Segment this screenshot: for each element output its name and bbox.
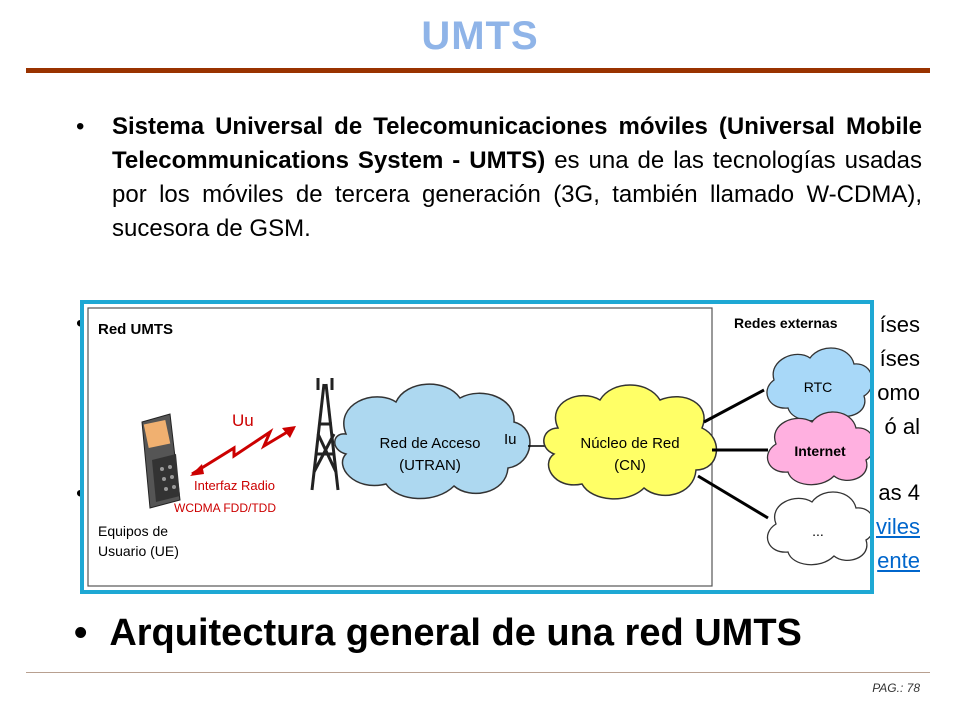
radio-arrow-left-icon: [190, 464, 204, 476]
access-network-line2: (UTRAN): [399, 457, 461, 474]
bullet-dot: •: [74, 612, 88, 654]
hidden-line-5: as 4: [878, 480, 920, 505]
access-network-line1: Red de Acceso: [380, 435, 481, 452]
hidden-line-2: íses: [879, 346, 920, 371]
title-rule: [26, 68, 930, 73]
page-number: PAG.: 78: [872, 681, 920, 695]
other-network-label: ...: [812, 523, 824, 539]
access-network-cloud: Red de Acceso (UTRAN): [334, 383, 531, 500]
bullet-umts-definition: • Sistema Universal de Telecomunicacione…: [72, 110, 922, 246]
footer-rule: [26, 672, 930, 673]
bullet-architecture: • Arquitectura general de una red UMTS: [74, 612, 802, 655]
slide-title: UMTS: [421, 14, 539, 58]
mobile-phone-icon: [141, 413, 181, 509]
network-label: Red UMTS: [98, 321, 173, 338]
external-networks-label: Redes externas: [734, 315, 838, 331]
bullet-body-text: es una de las tecnologías usadas por los…: [112, 147, 922, 242]
rtc-cloud: RTC: [766, 347, 870, 422]
rtc-label: RTC: [804, 379, 833, 395]
bullet-dot: •: [76, 113, 85, 140]
wcdma-label: WCDMA FDD/TDD: [174, 501, 276, 515]
iu-label: Iu: [504, 431, 517, 448]
hidden-line-4: ó al: [884, 414, 920, 439]
link-other: [697, 474, 769, 520]
internet-label: Internet: [794, 443, 846, 459]
other-network-cloud: ...: [766, 491, 870, 566]
internet-cloud: Internet: [766, 411, 870, 486]
bullet-list: • Sistema Universal de Telecomunicacione…: [72, 110, 922, 246]
hidden-line-3: omo: [877, 380, 920, 405]
hidden-link-1[interactable]: viles: [875, 514, 920, 539]
hidden-link-2[interactable]: ente: [877, 548, 920, 573]
core-network-line1: Núcleo de Red: [580, 435, 679, 452]
ue-label-line1: Equipos de: [98, 523, 168, 539]
radio-link-icon: [191, 426, 295, 476]
diagram-canvas: Red UMTS Redes externas Uu Interfaz Radi…: [87, 307, 870, 587]
radio-arrow-right-icon: [282, 426, 296, 438]
antenna-tower-icon: [310, 378, 340, 491]
core-network-line2: (CN): [614, 457, 646, 474]
umts-architecture-diagram: Red UMTS Redes externas Uu Interfaz Radi…: [80, 300, 874, 594]
bullet-bold-text: Sistema Universal de Telecomunicaciones …: [112, 113, 922, 174]
uu-label: Uu: [232, 411, 254, 430]
core-network-cloud: Núcleo de Red (CN): [543, 384, 718, 500]
bullet-architecture-text: Arquitectura general de una red UMTS: [109, 612, 802, 654]
link-rtc: [703, 388, 765, 424]
ue-label-line2: Usuario (UE): [98, 543, 179, 559]
radio-interface-label: Interfaz Radio: [194, 478, 275, 493]
hidden-line-1: íses: [879, 312, 920, 337]
